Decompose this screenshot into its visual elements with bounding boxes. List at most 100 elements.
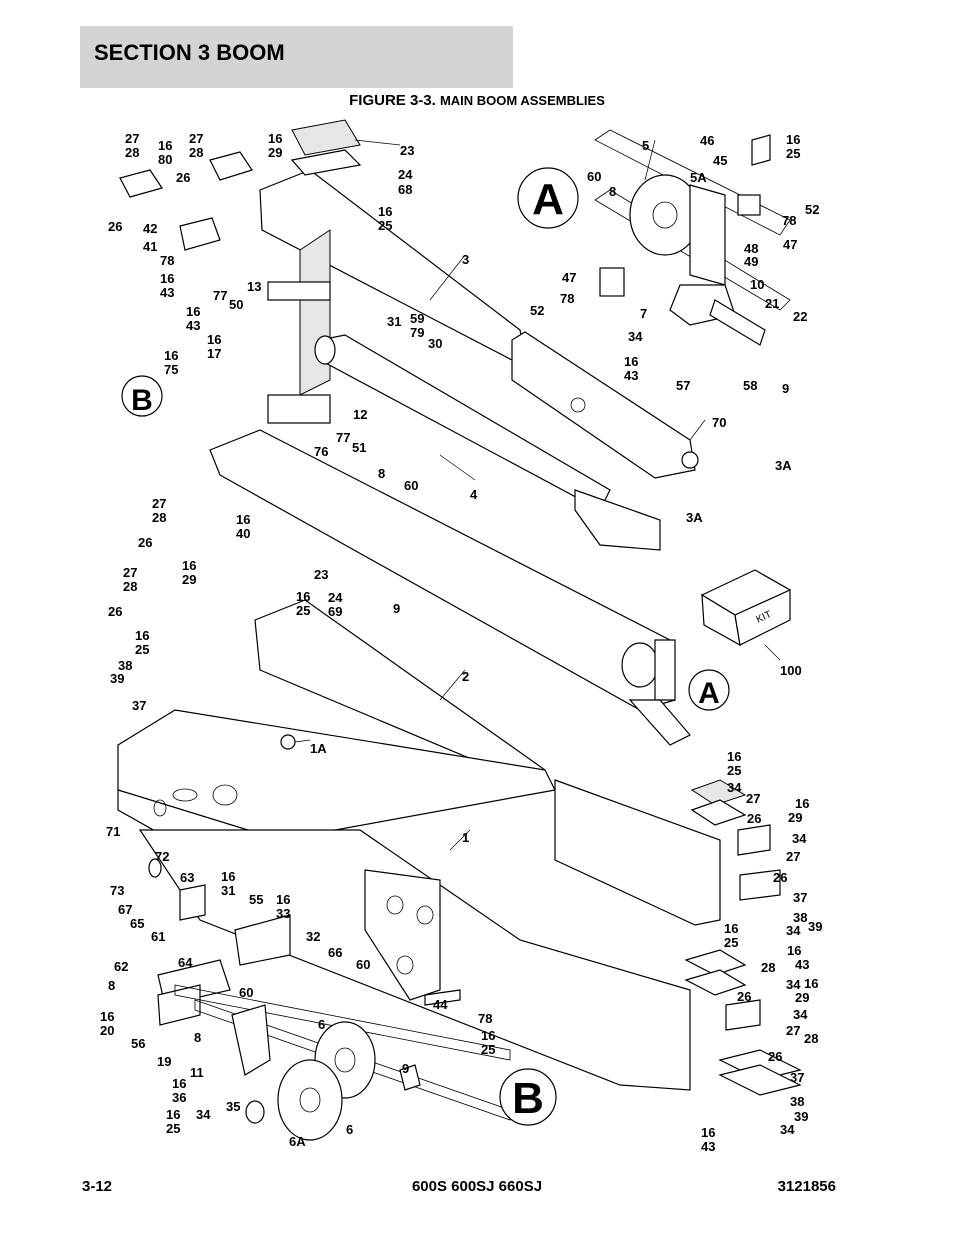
item-number-label: 16 <box>804 976 818 991</box>
item-number-label: 31 <box>387 314 401 329</box>
item-number-label: 16 <box>166 1107 180 1122</box>
item-number-label: 68 <box>398 182 412 197</box>
item-number-label: 56 <box>131 1036 145 1051</box>
item-number-label: 37 <box>790 1070 804 1085</box>
item-number-label: 28 <box>761 960 775 975</box>
item-number-label: 26 <box>737 989 751 1004</box>
item-number-label: 31 <box>221 883 235 898</box>
item-number-label: 1 <box>462 830 469 845</box>
item-number-label: 32 <box>306 929 320 944</box>
kit-box: KIT <box>700 569 792 647</box>
item-number-label: 77 <box>336 430 350 445</box>
item-number-label: 34 <box>786 977 801 992</box>
item-number-label: 40 <box>236 526 250 541</box>
item-number-label: 34 <box>793 1007 808 1022</box>
item-number-label: 27 <box>189 131 203 146</box>
item-number-label: 27 <box>786 1023 800 1038</box>
item-number-label: 25 <box>135 642 149 657</box>
item-number-label: 34 <box>196 1107 211 1122</box>
item-number-label: 60 <box>587 169 601 184</box>
item-number-label: 34 <box>628 329 643 344</box>
item-number-label: 77 <box>213 288 227 303</box>
item-number-label: 27 <box>786 849 800 864</box>
item-number-label: 44 <box>433 997 448 1012</box>
item-number-label: 60 <box>356 957 370 972</box>
item-number-label: 39 <box>808 919 822 934</box>
wear-pads-right <box>684 779 802 1096</box>
item-number-label: 13 <box>247 279 261 294</box>
item-number-label: 61 <box>151 929 165 944</box>
item-number-label: 16 <box>100 1009 114 1024</box>
item-number-label: 29 <box>182 572 196 587</box>
item-number-label: 12 <box>353 407 367 422</box>
item-number-label: 8 <box>108 978 115 993</box>
item-number-label: 36 <box>172 1090 186 1105</box>
item-number-label: 21 <box>765 296 779 311</box>
item-number-label: 78 <box>782 213 796 228</box>
item-number-label: 34 <box>792 831 807 846</box>
item-number-label: 8 <box>609 184 616 199</box>
item-number-label: 25 <box>727 763 741 778</box>
item-number-label: 26 <box>747 811 761 826</box>
callout-circle-b-bottom <box>499 1068 557 1126</box>
item-number-label: 26 <box>108 219 122 234</box>
item-number-label: 78 <box>478 1011 492 1026</box>
item-number-label: 16 <box>296 589 310 604</box>
item-number-label: 16 <box>701 1125 715 1140</box>
item-number-label: 60 <box>404 478 418 493</box>
item-number-label: 16 <box>221 869 235 884</box>
item-number-label: 2 <box>462 669 469 684</box>
item-number-label: 28 <box>125 145 139 160</box>
figure-number: FIGURE 3-3. <box>349 92 436 109</box>
detail-callouts: A B A B <box>121 167 730 1126</box>
item-number-label: 7 <box>640 306 647 321</box>
item-number-label: 27 <box>125 131 139 146</box>
item-number-label: 48 <box>744 241 758 256</box>
item-number-label: 41 <box>143 239 157 254</box>
callout-b-bottom: B <box>512 1074 544 1123</box>
item-number-label: 25 <box>378 218 392 233</box>
item-number-label: 78 <box>160 253 174 268</box>
item-number-label: 25 <box>166 1121 180 1136</box>
item-number-label: 47 <box>783 237 797 252</box>
item-number-label: 38 <box>790 1094 804 1109</box>
item-number-label: 38 <box>793 910 807 925</box>
item-number-label: 38 <box>118 658 132 673</box>
item-number-label: 43 <box>160 285 174 300</box>
item-number-label: 47 <box>562 270 576 285</box>
item-number-label: 28 <box>804 1031 818 1046</box>
item-number-label: 25 <box>724 935 738 950</box>
item-number-label: 6 <box>318 1017 325 1032</box>
wear-pads-upper <box>119 119 362 251</box>
item-number-label: 25 <box>786 146 800 161</box>
item-number-label: 16 <box>795 796 809 811</box>
item-number-label: 43 <box>186 318 200 333</box>
item-number-label: 3 <box>462 252 469 267</box>
item-number-label: 23 <box>314 567 328 582</box>
item-number-label: 16 <box>481 1028 495 1043</box>
item-number-label: 28 <box>189 145 203 160</box>
item-number-label: 24 <box>398 167 413 182</box>
item-number-label: 30 <box>428 336 442 351</box>
item-number-label: 34 <box>786 923 801 938</box>
item-number-label: 63 <box>180 870 194 885</box>
item-number-label: 42 <box>143 221 157 236</box>
figure-title: FIGURE 3-3. MAIN BOOM ASSEMBLIES <box>0 92 954 109</box>
item-number-label: 29 <box>268 145 282 160</box>
item-number-label: 52 <box>805 202 819 217</box>
item-number-label: 3A <box>686 510 703 525</box>
item-number-label: 69 <box>328 604 342 619</box>
item-number-label: 16 <box>787 943 801 958</box>
item-number-label: 26 <box>773 870 787 885</box>
item-number-label: 57 <box>676 378 690 393</box>
footer-part-number: 3121856 <box>777 1178 836 1195</box>
item-number-label: 39 <box>110 671 124 686</box>
item-number-label: 72 <box>155 849 169 864</box>
item-number-label: 35 <box>226 1099 240 1114</box>
item-number-label: 5A <box>690 170 707 185</box>
item-number-label: 16 <box>172 1076 186 1091</box>
item-number-label: 59 <box>410 311 424 326</box>
item-number-label: 37 <box>132 698 146 713</box>
